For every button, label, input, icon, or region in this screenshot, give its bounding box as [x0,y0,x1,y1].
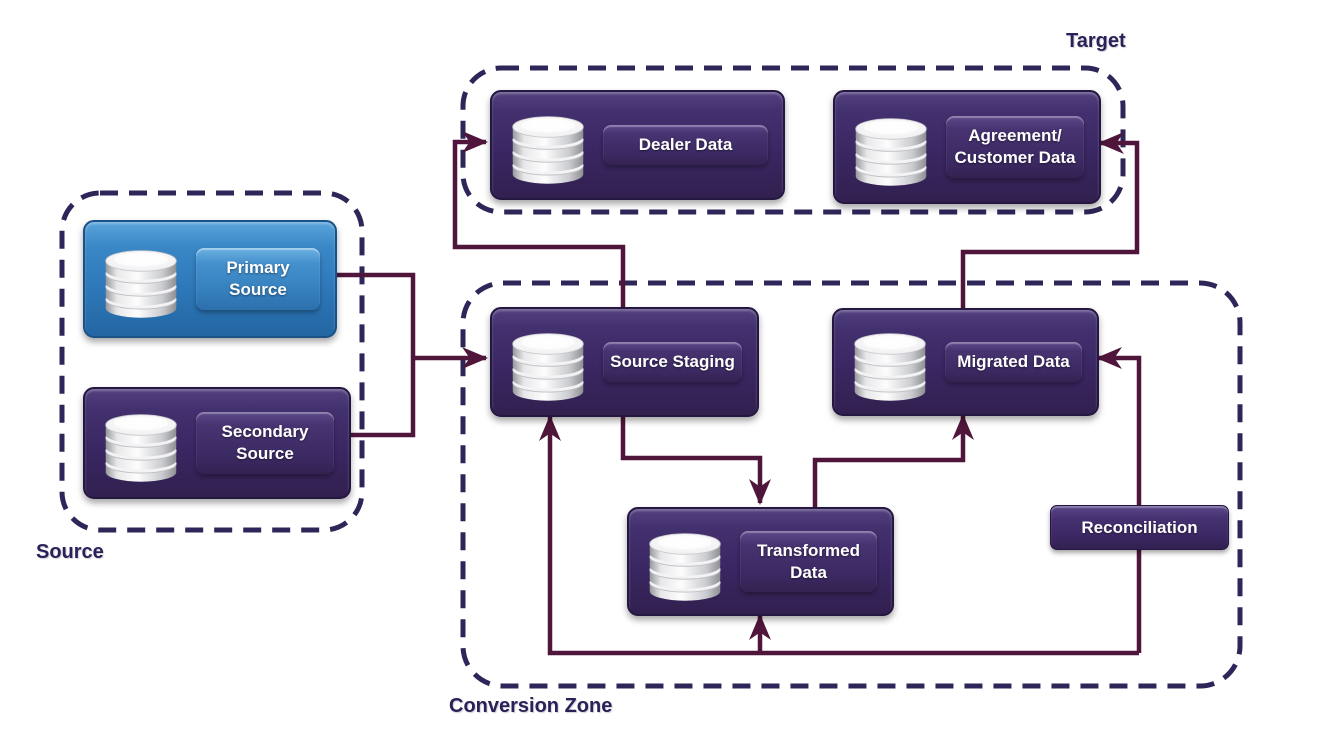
node-label-primary-source: Primary Source [196,248,320,310]
edge-migrated-data-to-agreement-data [960,132,1140,310]
database-icon [642,522,728,602]
node-label-secondary-source: Secondary Source [196,412,334,474]
node-source-staging: Source Staging [490,307,759,417]
database-icon [505,105,591,185]
zone-label-conversion: Conversion Zone [449,695,613,717]
zone-source-border [59,190,365,533]
node-label-agreement-customer-data: Agreement/ Customer Data [946,116,1084,178]
edge-reconciliation-to-migrated-data [1096,347,1142,653]
zone-conversion-border [460,280,1243,689]
node-label-reconciliation: Reconciliation [1081,517,1198,537]
database-icon [505,322,591,402]
edge-transformed-data-to-migrated-data [812,414,974,507]
node-secondary-source: Secondary Source [83,387,351,499]
node-label-source-staging: Source Staging [603,342,742,382]
node-label-dealer-data: Dealer Data [603,125,768,165]
node-label-migrated-data: Migrated Data [945,342,1082,382]
database-icon [98,403,184,483]
node-agreement-customer-data: Agreement/ Customer Data [833,90,1101,204]
zone-label-source: Source [36,541,104,563]
node-migrated-data: Migrated Data [832,308,1099,416]
database-icon [98,239,184,319]
edge-reconciliation-to-source-staging [539,415,1139,656]
node-label-transformed-data: Transformed Data [740,530,877,593]
zone-label-target: Target [1066,30,1126,52]
node-transformed-data: Transformed Data [627,507,894,616]
database-icon [847,322,933,402]
edge-sources-junction [333,272,416,438]
edge-source-staging-to-dealer-data [452,131,626,310]
edge-source-staging-to-transformed-data [620,413,771,505]
node-reconciliation: Reconciliation [1050,505,1229,550]
database-icon [848,107,934,187]
node-primary-source: Primary Source [83,220,337,338]
node-dealer-data: Dealer Data [490,90,785,200]
